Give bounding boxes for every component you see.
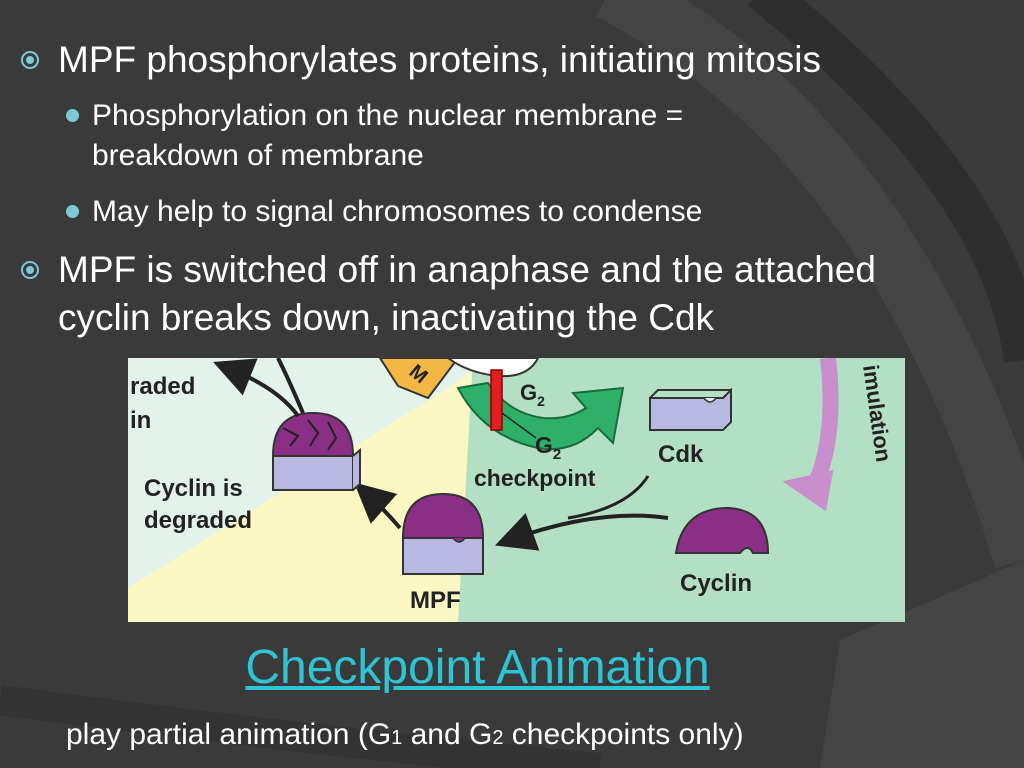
g2-checkpoint-label: G2 — [535, 432, 561, 463]
mpf-cycle-diagram: M G2 G2 checkpoint Cdk imulation Cyclin … — [128, 358, 905, 622]
cyclin-is-label: Cyclin is — [144, 475, 243, 502]
caption-part1: play partial animation (G — [66, 718, 392, 751]
m-phase-arc — [378, 358, 460, 400]
arrow-mpf-to-degraded — [354, 482, 402, 530]
filled-dot-icon — [66, 109, 79, 122]
degraded-partial-label-1: raded — [130, 373, 195, 400]
caption: play partial animation (G1 and G2 checkp… — [66, 715, 744, 758]
degraded-label: degraded — [144, 507, 252, 534]
checkpoint-label: checkpoint — [474, 465, 596, 491]
caption-sub1: 1 — [391, 727, 403, 749]
cyclin-label: Cyclin — [680, 570, 752, 597]
bullet-2: MPF is switched off in anaphase and the … — [20, 246, 1010, 342]
bullet-1: MPF phosphorylates proteins, initiating … — [20, 36, 1010, 84]
sub-bullet-1-line2: breakdown of membrane — [92, 139, 424, 172]
arrow-cdk-to-mpf — [567, 475, 650, 520]
bullet-2-line1: MPF is switched off in anaphase and the … — [58, 249, 876, 290]
caption-part2: and G — [402, 718, 493, 751]
cdk-label: Cdk — [658, 441, 704, 468]
sub-bullet-2: May help to signal chromosomes to conden… — [66, 192, 866, 232]
degraded-cyclin-complex — [271, 411, 361, 491]
degraded-partial-label-2: in — [130, 407, 151, 434]
circled-dot-icon — [21, 51, 39, 69]
mpf-label: MPF — [410, 587, 461, 614]
g2-phase-label: G2 — [520, 380, 545, 409]
bullet-1-text: MPF phosphorylates proteins, initiating … — [58, 39, 821, 80]
caption-part3: checkpoints only) — [503, 718, 744, 751]
arrow-degradation — [213, 358, 300, 418]
mpf-complex — [401, 492, 485, 575]
filled-dot-icon — [66, 205, 79, 218]
g2-checkpoint-bar — [490, 369, 503, 431]
checkpoint-animation-link[interactable]: Checkpoint Animation — [245, 641, 710, 694]
cyclin-shape — [674, 506, 770, 554]
bullet-2-line2: cyclin breaks down, inactivating the Cdk — [58, 297, 715, 338]
sub-bullet-1: Phosphorylation on the nuclear membrane … — [66, 96, 866, 176]
circled-dot-icon — [21, 261, 39, 279]
arrow-cyclin-to-mpf — [494, 513, 669, 551]
sub-bullet-1-line1: Phosphorylation on the nuclear membrane … — [92, 99, 684, 132]
caption-sub2: 2 — [492, 727, 504, 749]
sub-bullet-2-text: May help to signal chromosomes to conden… — [92, 195, 703, 228]
cdk-block — [649, 387, 732, 431]
